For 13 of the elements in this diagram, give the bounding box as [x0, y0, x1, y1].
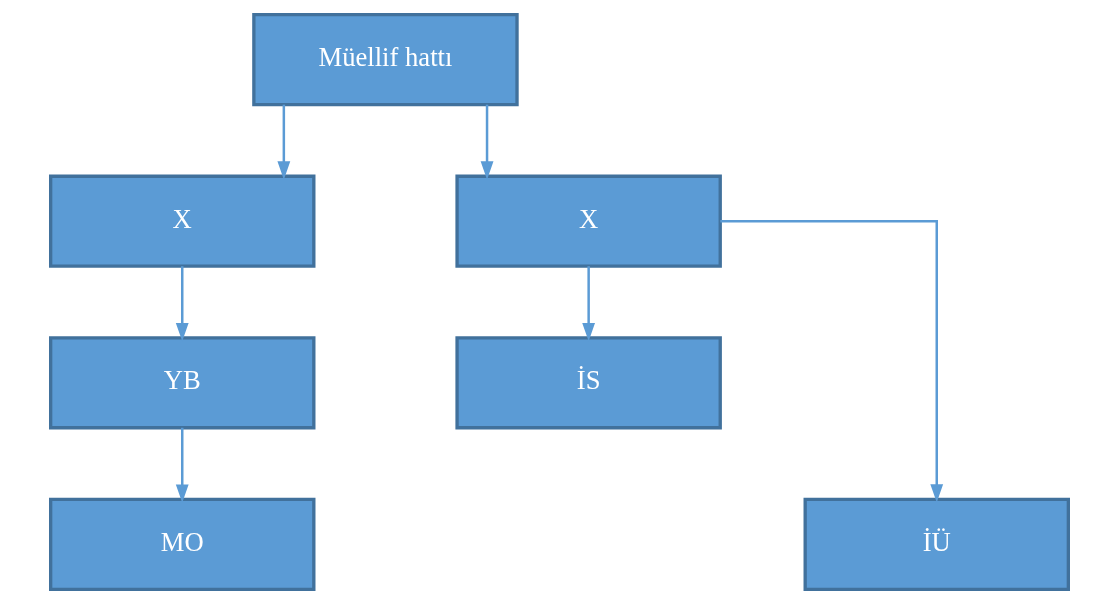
node-box: X [455, 174, 722, 268]
arrow [582, 266, 596, 342]
node-box: İÜ [803, 497, 1070, 591]
arrow [175, 427, 189, 503]
arrow [480, 104, 494, 180]
node-box: YB [49, 336, 316, 430]
arrow [277, 104, 291, 180]
node-box: MO [49, 497, 316, 591]
node-box: Müellif hattı [252, 13, 519, 107]
arrow [720, 219, 944, 503]
node-box: X [49, 174, 316, 268]
node-box: İS [455, 336, 722, 430]
arrow [175, 266, 189, 342]
